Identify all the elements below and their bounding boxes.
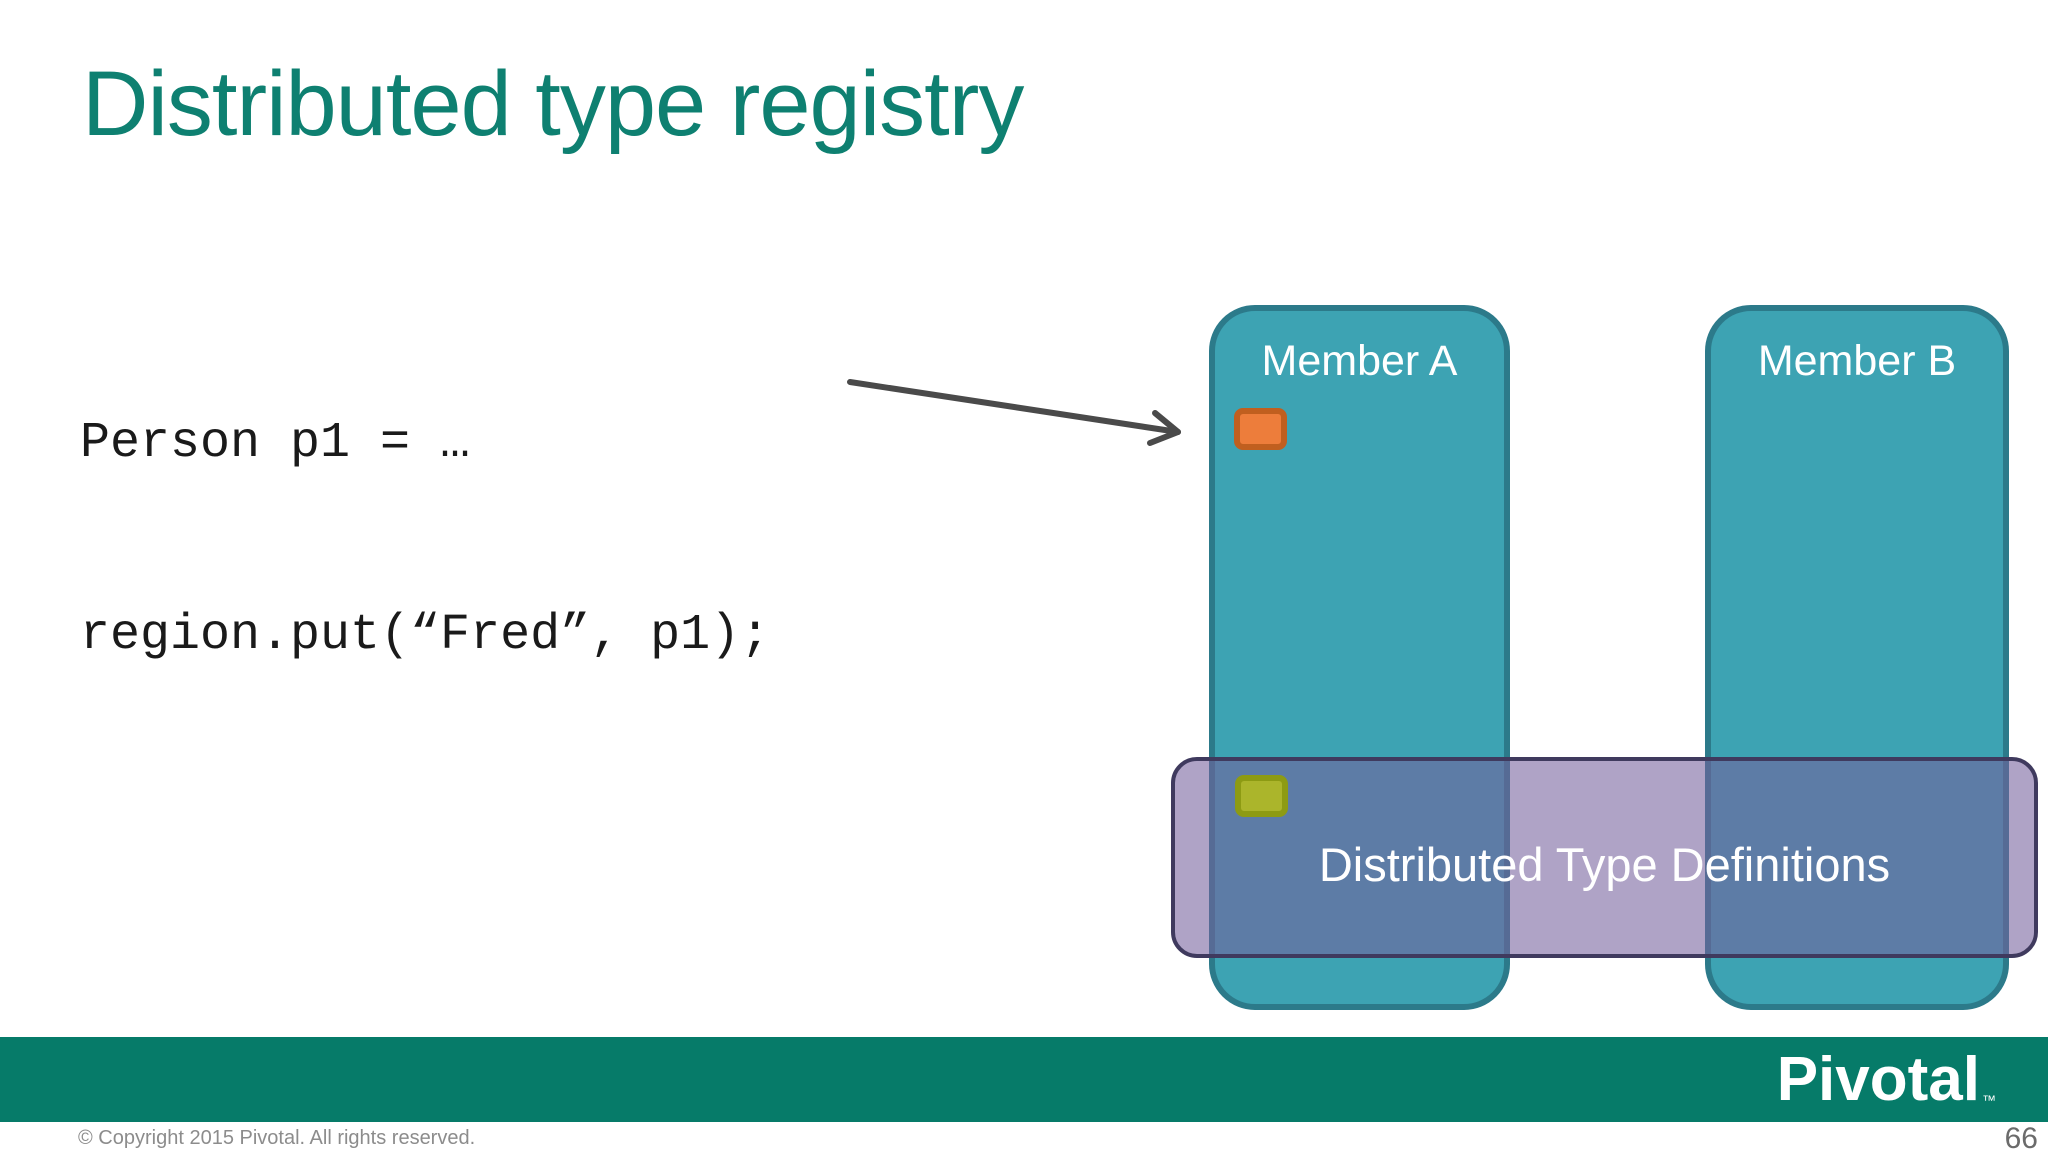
yellow-type-square [1235,775,1288,817]
footer-bar: Pivotal ™ [0,1037,2048,1122]
trademark-symbol: ™ [1982,1092,1996,1108]
orange-data-square [1234,408,1287,450]
member-a-label: Member A [1261,337,1458,385]
type-definitions-label: Distributed Type Definitions [1318,838,1891,891]
code-snippet: Person p1 = … region.put(“Fred”, p1); [80,284,770,796]
type-definitions-band: Distributed Type Definitions [1171,757,2038,958]
code-line-2: region.put(“Fred”, p1); [80,607,771,664]
pivotal-wordmark: Pivotal [1776,1045,1980,1114]
copyright-text: © Copyright 2015 Pivotal. All rights res… [78,1127,476,1149]
code-line-1: Person p1 = … [80,415,471,472]
member-b-label: Member B [1757,337,1957,385]
slide-title: Distributed type registry [82,53,1024,155]
page-number: 66 [2004,1122,2038,1152]
pivotal-logo: Pivotal ™ [1777,1037,1996,1122]
right-arrow-icon [847,379,1181,446]
